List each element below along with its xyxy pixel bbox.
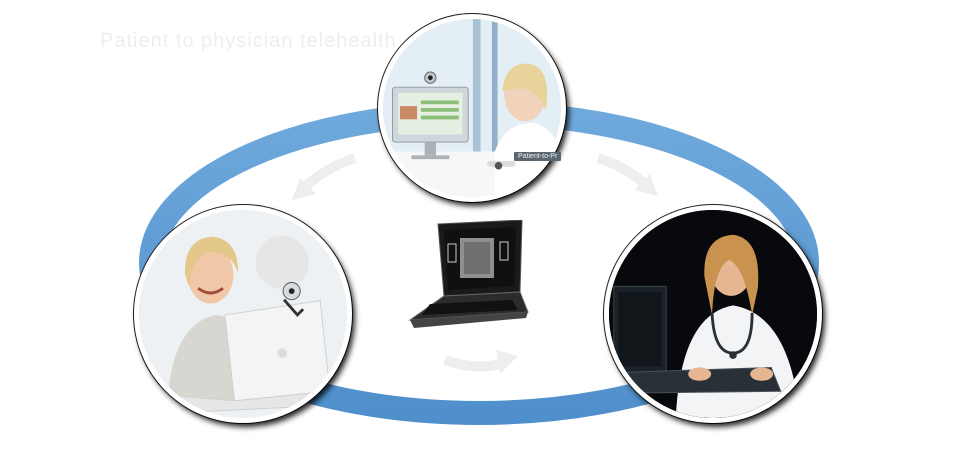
arrow-top-to-left-head bbox=[292, 178, 316, 200]
center-laptop-icon bbox=[408, 220, 529, 328]
stethoscope-icon bbox=[710, 312, 754, 359]
photo-patient-laptop bbox=[134, 205, 352, 423]
monitor-icon bbox=[613, 285, 667, 373]
videoconference-scene bbox=[383, 19, 561, 197]
photo-videoconference bbox=[378, 14, 566, 202]
badge-label: Patient-to-Pr bbox=[514, 152, 562, 161]
webcam-icon bbox=[282, 282, 305, 318]
physician-scene bbox=[609, 210, 817, 418]
arrow-bottom-to-right-head bbox=[496, 350, 518, 374]
laptop-icon bbox=[176, 300, 331, 413]
patient-scene bbox=[139, 210, 347, 418]
webcam-icon bbox=[424, 71, 437, 84]
faint-caption: Patient to physician telehealth bbox=[100, 30, 397, 52]
monitor-icon bbox=[391, 86, 469, 160]
arrow-top-to-right-head bbox=[634, 174, 658, 196]
photo-physician bbox=[604, 205, 822, 423]
arrow-bottom-to-right bbox=[443, 355, 507, 372]
